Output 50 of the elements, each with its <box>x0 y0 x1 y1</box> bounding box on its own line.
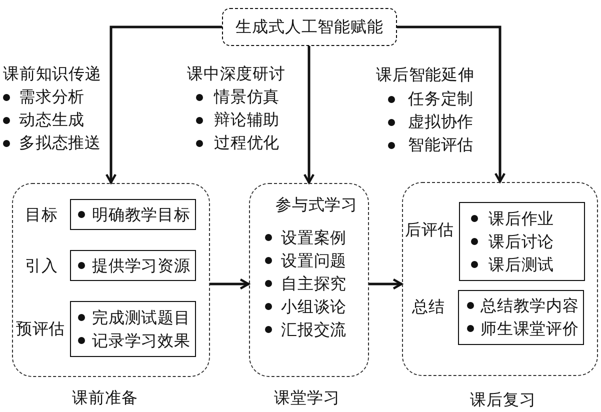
list-item: 情景仿真 <box>214 86 280 108</box>
list-item: 完成测试题目 <box>92 306 190 328</box>
list-item: 辩论辅助 <box>214 109 280 131</box>
list-item: 师生课堂评价 <box>480 318 579 340</box>
side-label: 预评估 <box>16 318 66 340</box>
list-item: 任务定制 <box>408 88 474 110</box>
stage-panel <box>402 182 598 376</box>
side-label: 总结 <box>412 296 445 318</box>
side-label: 后评估 <box>404 218 454 240</box>
list-item: 汇报交流 <box>281 319 347 341</box>
panel-heading: 参与式学习 <box>276 194 358 216</box>
content-box <box>70 300 196 356</box>
arrow <box>303 46 315 184</box>
list-item: 总结教学内容 <box>480 295 579 317</box>
list-item: 智能评估 <box>408 134 474 156</box>
arrow <box>105 26 222 184</box>
content-box <box>458 290 584 344</box>
section-heading: 课中深度研讨 <box>187 63 286 85</box>
topic-text: 生成式人工智能赋能 <box>236 16 384 38</box>
stage-panel <box>12 183 210 377</box>
list-item: 明确教学目标 <box>92 204 190 226</box>
list-item: 记录学习效果 <box>92 330 190 352</box>
panel-caption: 课前准备 <box>72 387 138 409</box>
list-item: 课后测试 <box>488 254 554 276</box>
arrow <box>397 26 506 183</box>
content-box <box>458 202 584 280</box>
side-label: 引入 <box>25 254 58 276</box>
panel-caption: 课后复习 <box>470 389 536 411</box>
section-heading: 课后智能延伸 <box>376 64 474 86</box>
list-item: 动态生成 <box>19 109 85 131</box>
arrow <box>369 278 403 290</box>
section-heading: 课前知识传递 <box>3 63 102 85</box>
list-item: 多拟态推送 <box>19 132 101 154</box>
arrow <box>210 278 250 290</box>
list-item: 过程优化 <box>214 132 280 154</box>
content-box <box>70 198 196 230</box>
list-item: 课后作业 <box>488 208 554 230</box>
stage-panel <box>249 183 369 377</box>
content-box <box>70 250 196 280</box>
panel-caption: 课堂学习 <box>274 387 340 409</box>
list-item: 虚拟协作 <box>408 111 474 133</box>
list-item: 设置案例 <box>281 227 347 249</box>
topic-box <box>222 8 397 46</box>
list-item: 课后讨论 <box>488 230 554 252</box>
list-item: 小组谈论 <box>281 296 347 318</box>
list-item: 自主探究 <box>281 273 347 295</box>
list-item: 提供学习资源 <box>92 254 190 276</box>
list-item: 设置问题 <box>281 250 347 272</box>
side-label: 目标 <box>25 204 58 226</box>
list-item: 需求分析 <box>19 86 85 108</box>
